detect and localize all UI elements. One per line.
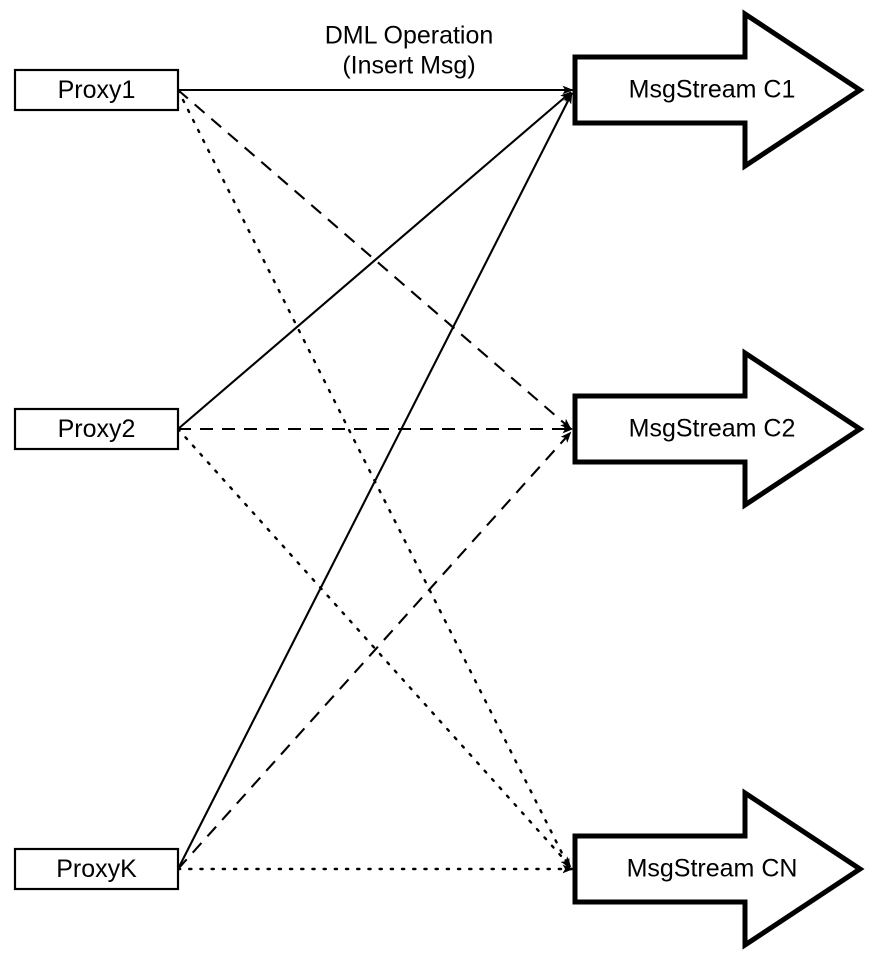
c1-block-arrow-shape[interactable]	[572, 9, 865, 171]
dml-operation-caption: DML Operation (Insert Msg)	[325, 22, 494, 80]
edge-layer	[176, 85, 575, 874]
edge-proxy2-to-cn	[176, 427, 573, 869]
edge-proxy1-to-cn	[176, 88, 572, 871]
proxy1-box[interactable]	[13, 68, 180, 112]
cn-block-arrow-shape[interactable]	[572, 788, 865, 950]
caption-line2: (Insert Msg)	[342, 52, 475, 80]
edge-proxy2-to-c1	[177, 91, 572, 430]
c2-label: MsgStream C2	[629, 415, 796, 443]
proxy-node-proxy2[interactable]: Proxy2	[13, 407, 180, 451]
proxy2-label: Proxy2	[58, 415, 136, 443]
proxy2-box[interactable]	[13, 407, 180, 451]
proxy-node-proxy1[interactable]: Proxy1	[13, 68, 180, 112]
proxy1-label: Proxy1	[58, 76, 136, 104]
c1-label: MsgStream C1	[629, 76, 796, 104]
caption-line1: DML Operation	[325, 22, 494, 50]
proxyk-box[interactable]	[13, 847, 180, 891]
proxy-node-proxyk[interactable]: ProxyK	[13, 847, 180, 891]
stream-node-cn[interactable]: MsgStream CN	[572, 788, 865, 950]
stream-node-c1[interactable]: MsgStream C1	[572, 9, 865, 171]
c2-block-arrow-shape[interactable]	[572, 348, 865, 510]
cn-label: MsgStream CN	[627, 855, 798, 883]
edge-proxyk-to-c1	[177, 92, 573, 870]
proxyk-label: ProxyK	[56, 855, 137, 883]
edge-proxyk-to-c2	[177, 431, 572, 870]
stream-node-c2[interactable]: MsgStream C2	[572, 348, 865, 510]
